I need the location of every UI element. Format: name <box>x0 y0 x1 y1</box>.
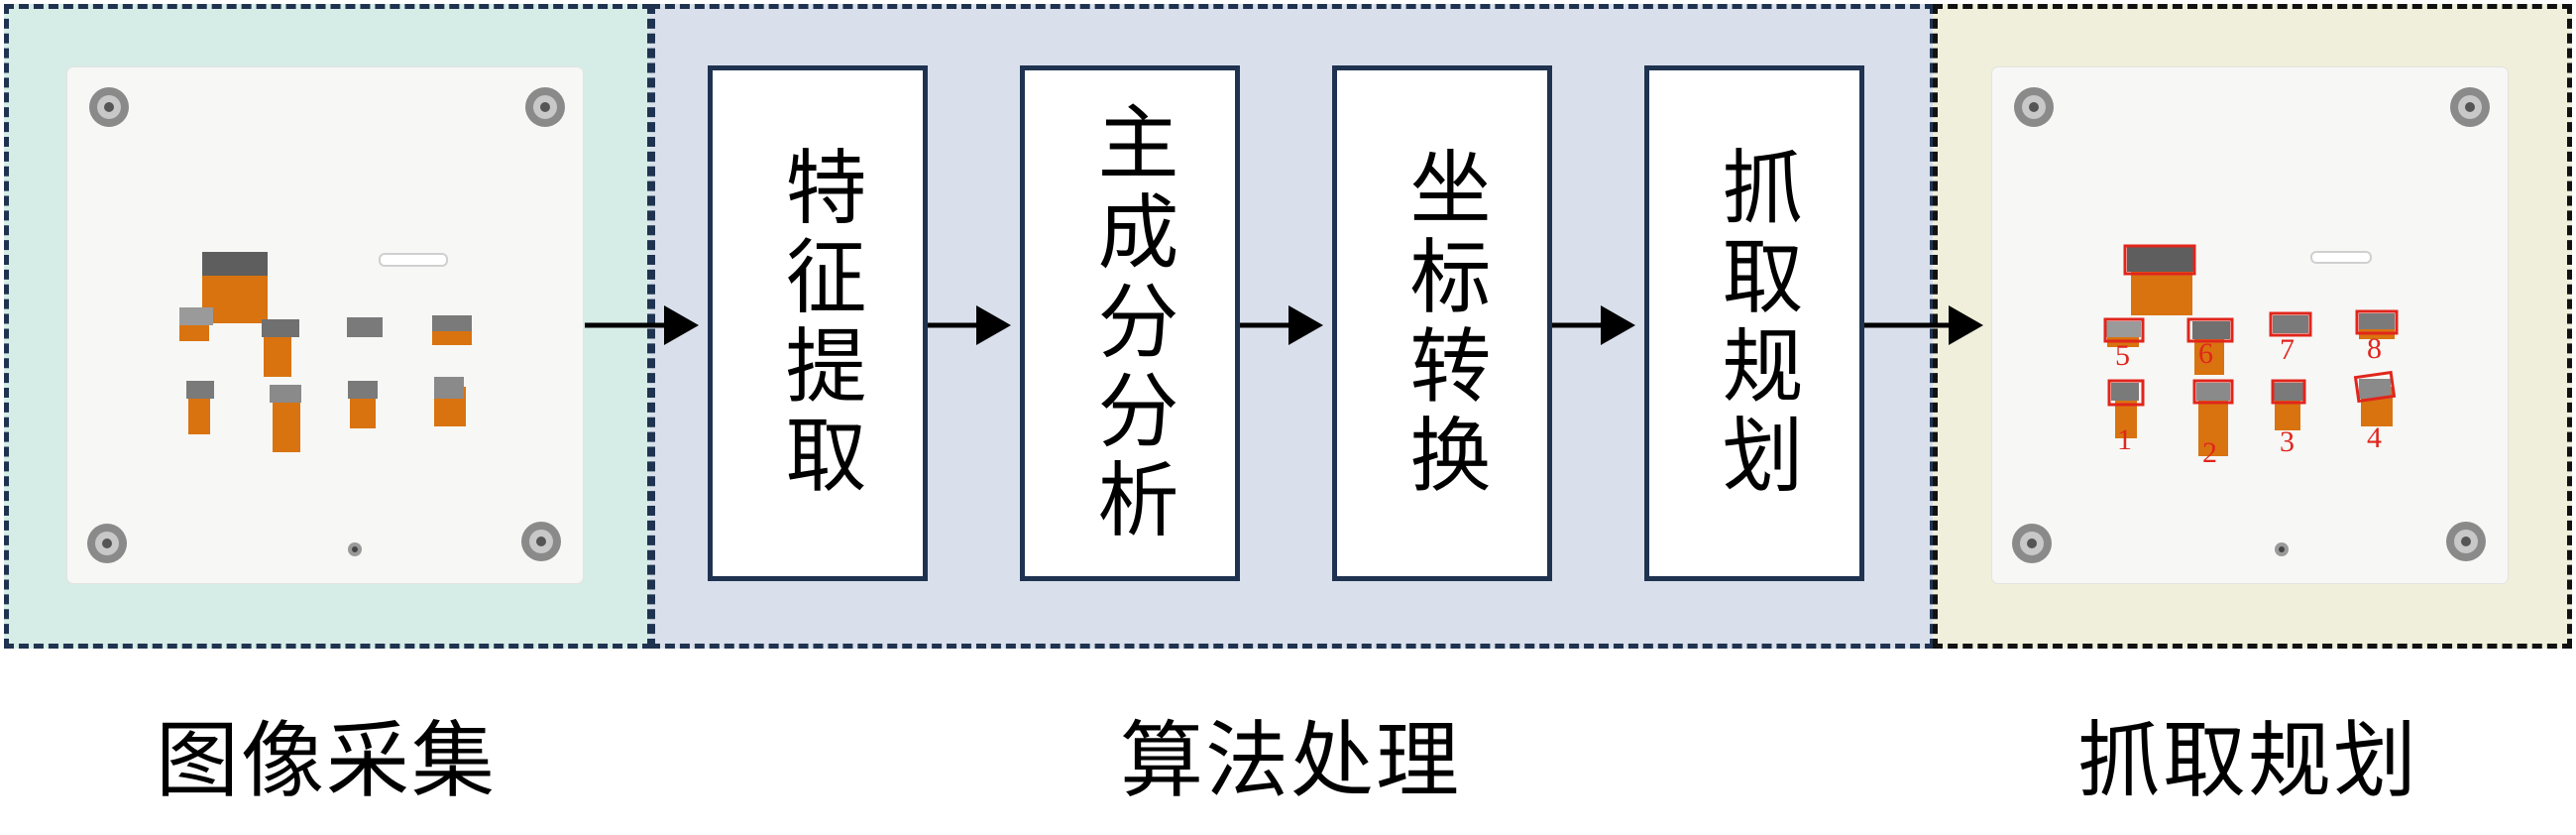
flex-part <box>348 381 378 428</box>
caption-grasp-planning: 抓取规划 <box>2076 712 2419 809</box>
part-label: 7 <box>2280 333 2295 366</box>
part-label: 6 <box>2198 337 2213 370</box>
step-label: 主成分分析 <box>1083 100 1177 546</box>
grasp-result-image: 1 2 3 4 5 6 7 8 <box>1992 67 2508 583</box>
detection-box <box>2269 311 2312 337</box>
flex-part <box>179 307 213 341</box>
step-feature-extraction: 特征提取 <box>708 65 928 581</box>
detection-box <box>2353 370 2397 404</box>
step-coordinate-transform: 坐标转换 <box>1332 65 1552 581</box>
detection-box <box>2271 379 2306 405</box>
detection-box <box>2186 317 2234 343</box>
screw-icon <box>2450 87 2490 127</box>
step-pca: 主成分分析 <box>1020 65 1240 581</box>
part-label: 1 <box>2117 423 2132 456</box>
screw-icon <box>89 87 129 127</box>
caption-image-acquisition: 图像采集 <box>155 712 498 809</box>
detection-box <box>2192 379 2234 405</box>
captured-image-drawing <box>87 87 565 563</box>
screw-icon <box>525 87 565 127</box>
step-label: 坐标转换 <box>1396 145 1490 502</box>
flex-part <box>186 381 214 434</box>
detection-box <box>2103 317 2145 343</box>
grasp-result-drawing: 1 2 3 4 5 6 7 8 <box>2012 87 2490 563</box>
part-label: 5 <box>2115 339 2130 372</box>
step-label: 抓取规划 <box>1708 145 1802 502</box>
detection-box <box>2123 244 2196 276</box>
part-label: 2 <box>2202 436 2217 469</box>
detection-box <box>2107 379 2145 407</box>
screw-icon <box>2446 522 2486 561</box>
flex-part <box>434 377 466 426</box>
detection-box <box>2355 309 2399 335</box>
step-label: 特征提取 <box>771 145 865 502</box>
screw-icon <box>2012 524 2052 563</box>
part-label: 3 <box>2280 425 2295 458</box>
flex-part <box>347 317 383 337</box>
flex-part <box>262 319 299 377</box>
part-label: 8 <box>2367 332 2382 365</box>
screw-icon <box>87 524 127 563</box>
part-label: 4 <box>2367 421 2382 454</box>
flex-part <box>270 385 301 452</box>
caption-algorithm-processing: 算法处理 <box>1119 712 1462 809</box>
screw-icon <box>521 522 561 561</box>
step-grasp-planning: 抓取规划 <box>1644 65 1864 581</box>
captured-image <box>67 67 583 583</box>
screw-icon <box>2014 87 2054 127</box>
flex-part <box>432 315 472 345</box>
